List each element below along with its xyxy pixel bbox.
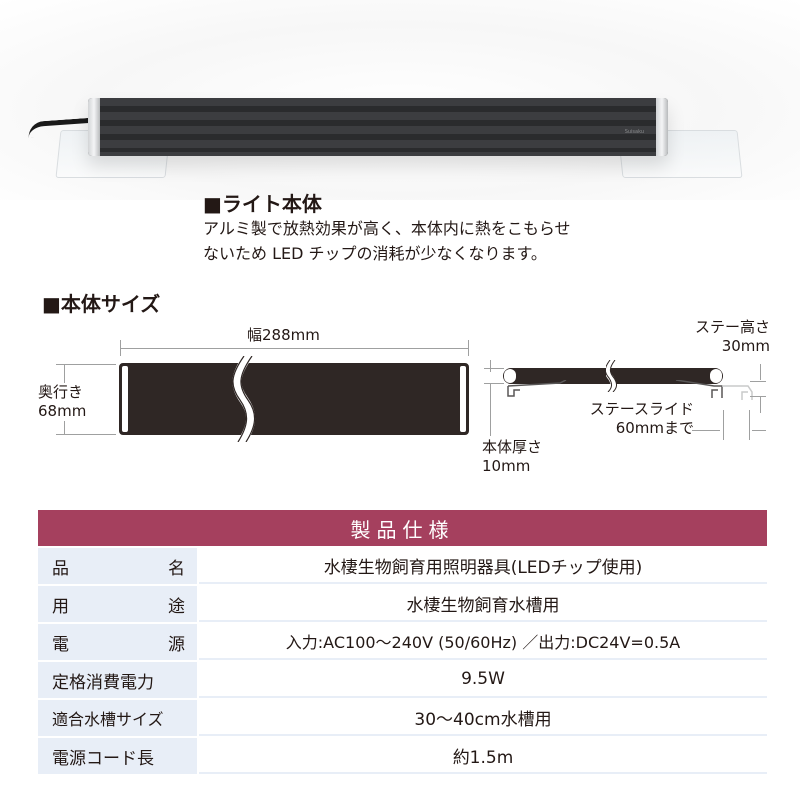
width-tick-right	[468, 340, 469, 356]
depth-label-line-1: 奥行き	[38, 383, 84, 401]
thickness-arrow-bottom	[490, 384, 491, 436]
spec-label: 用 途	[38, 586, 197, 622]
spec-value: 入力:AC100〜240V (50/60Hz) ／出力:DC24V=0.5A	[199, 624, 767, 660]
stay-height-arrow-bottom	[760, 397, 761, 413]
spec-label: 電 源	[38, 624, 197, 660]
table-row: 適合水槽サイズ 30〜40cm水槽用	[38, 700, 767, 736]
stay-height-line-2: 30mm	[721, 337, 770, 355]
width-label: 幅288mm	[247, 326, 320, 344]
stay-height-line-1: ステー高さ	[694, 318, 770, 336]
spec-label: 品 名	[38, 548, 197, 584]
label-part: 途	[168, 596, 185, 617]
depth-tick-top	[56, 364, 116, 365]
spec-value: 約1.5m	[199, 738, 767, 774]
thickness-tick-top	[484, 368, 504, 369]
slide-tick-right	[749, 410, 750, 440]
thickness-tick-bottom	[484, 383, 504, 384]
spec-value: 水棲生物飼育水槽用	[199, 586, 767, 622]
spec-table: 製品仕様 品 名 水棲生物飼育用照明器具(LEDチップ使用) 用 途 水棲生物飼…	[38, 510, 767, 774]
stay-slide-line-1: ステースライド	[589, 400, 694, 418]
label-part: 電	[52, 634, 69, 655]
stay-height-label: ステー高さ 30mm	[676, 318, 770, 356]
label-part: 源	[168, 634, 185, 655]
spec-value: 水棲生物飼育用照明器具(LEDチップ使用)	[199, 548, 767, 584]
stay-slide-line-2: 60mmまで	[615, 419, 694, 437]
spec-value: 30〜40cm水槽用	[199, 700, 767, 736]
size-heading: ■本体サイズ	[42, 292, 161, 316]
depth-tick-bottom	[56, 434, 116, 435]
light-top-view	[119, 363, 469, 435]
depth-label-line-2: 68mm	[38, 402, 87, 420]
thickness-arrow-top	[490, 360, 491, 372]
description-line-2: ないため LED チップの消耗が少なくなります。	[203, 244, 547, 263]
label-part: 品	[52, 558, 69, 579]
label-part: 名	[168, 558, 185, 579]
thickness-label: 本体厚さ 10mm	[482, 438, 542, 476]
slide-arrow-right	[752, 430, 766, 431]
description-line-1: アルミ製で放熱効果が高く、本体内に熱をこもらせ	[203, 219, 571, 238]
spec-label: 定格消費電力	[38, 662, 197, 698]
stay-height-tick-bottom	[750, 396, 766, 397]
break-mark-icon	[232, 356, 256, 442]
stay-height-arrow-top	[760, 364, 761, 380]
width-tick-left	[120, 340, 121, 356]
light-body-heading: ■ライト本体	[203, 192, 322, 216]
stay-height-tick-top	[750, 381, 766, 382]
slide-arrow-left	[692, 430, 720, 431]
label-part: 用	[52, 596, 69, 617]
stay-slide-label: ステースライド 60mmまで	[570, 400, 694, 438]
table-row: 電 源 入力:AC100〜240V (50/60Hz) ／出力:DC24V=0.…	[38, 624, 767, 660]
table-row: 用 途 水棲生物飼育水槽用	[38, 586, 767, 622]
thickness-line-1: 本体厚さ	[482, 438, 543, 456]
depth-label: 奥行き 68mm	[38, 383, 87, 421]
spec-value: 9.5W	[199, 662, 767, 698]
table-row: 電源コード長 約1.5m	[38, 738, 767, 774]
light-body-description: アルミ製で放熱効果が高く、本体内に熱をこもらせ ないため LED チップの消耗が…	[203, 216, 571, 266]
width-dimension-line	[120, 348, 469, 349]
spec-table-title: 製品仕様	[38, 510, 767, 546]
table-row: 定格消費電力 9.5W	[38, 662, 767, 698]
slide-tick-left	[723, 410, 724, 440]
spec-label: 電源コード長	[38, 738, 197, 774]
table-row: 品 名 水棲生物飼育用照明器具(LEDチップ使用)	[38, 548, 767, 584]
break-mark-icon	[606, 360, 617, 392]
brand-mark: Suisaku	[624, 129, 644, 135]
spec-label: 適合水槽サイズ	[38, 700, 197, 736]
product-photo: Suisaku	[0, 0, 800, 200]
led-light-body: Suisaku	[88, 98, 668, 156]
thickness-line-2: 10mm	[482, 457, 531, 475]
